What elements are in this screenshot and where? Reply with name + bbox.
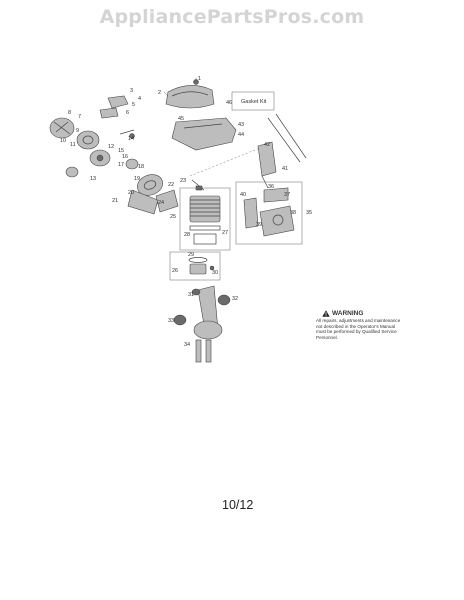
callout-28: 28 xyxy=(184,232,190,238)
callout-27: 27 xyxy=(222,230,228,236)
recoil-starter[interactable] xyxy=(49,95,135,178)
callout-9: 9 xyxy=(76,128,79,134)
warning-title-row: WARNING xyxy=(316,310,402,317)
callout-5: 5 xyxy=(132,102,135,108)
callout-16: 16 xyxy=(122,154,128,160)
callout-24: 24 xyxy=(158,200,164,206)
callout-30: 30 xyxy=(212,270,218,276)
callout-20: 20 xyxy=(128,190,134,196)
callout-21: 21 xyxy=(112,198,118,204)
callout-26: 26 xyxy=(172,268,178,274)
callout-29: 29 xyxy=(188,252,194,258)
callout-34: 34 xyxy=(184,342,190,348)
callout-33: 33 xyxy=(168,318,174,324)
crankshaft[interactable] xyxy=(173,285,231,363)
warning-notice: WARNING All repairs, adjustments and mai… xyxy=(316,310,402,341)
callout-40: 40 xyxy=(240,192,246,198)
callout-36: 36 xyxy=(268,184,274,190)
gasket-kit-label: Gasket Kit xyxy=(241,99,267,105)
callout-17: 17 xyxy=(118,162,124,168)
muffler[interactable] xyxy=(243,187,295,237)
callout-44: 44 xyxy=(238,132,244,138)
cylinder[interactable] xyxy=(189,195,221,245)
callout-39: 39 xyxy=(256,222,262,228)
callout-4: 4 xyxy=(138,96,141,102)
callouts: 1 2 3 4 5 6 7 8 9 10 11 12 13 14 15 16 1… xyxy=(60,76,312,348)
watermark: AppliancePartsPros.com xyxy=(99,6,365,28)
callout-22: 22 xyxy=(168,182,174,188)
callout-7: 7 xyxy=(78,114,81,120)
warning-title: WARNING xyxy=(332,310,364,317)
callout-35: 35 xyxy=(306,210,312,216)
callout-23: 23 xyxy=(180,178,186,184)
callout-14: 14 xyxy=(128,136,134,142)
muffler-box xyxy=(235,181,303,245)
callout-37: 37 xyxy=(284,192,290,198)
callout-3: 3 xyxy=(130,88,133,94)
callout-25: 25 xyxy=(170,214,176,220)
callout-8: 8 xyxy=(68,110,71,116)
callout-11: 11 xyxy=(70,142,76,148)
callout-42: 42 xyxy=(264,142,270,148)
piston[interactable] xyxy=(188,257,215,275)
flywheel[interactable] xyxy=(125,158,166,215)
callout-41: 41 xyxy=(282,166,288,172)
callout-32: 32 xyxy=(232,296,238,302)
callout-6: 6 xyxy=(126,110,129,116)
page-number: 10/12 xyxy=(222,498,254,512)
callout-10: 10 xyxy=(60,138,66,144)
callout-38: 38 xyxy=(290,210,296,216)
top-cover[interactable] xyxy=(165,79,215,109)
callout-15: 15 xyxy=(118,148,124,154)
callout-46: 46 xyxy=(226,100,232,106)
warning-triangle-icon xyxy=(322,310,330,317)
gasket-kit-box: Gasket Kit xyxy=(231,91,275,111)
cylinder-box xyxy=(179,187,231,251)
callout-1: 1 xyxy=(198,76,201,82)
callout-13: 13 xyxy=(90,176,96,182)
piston-box xyxy=(169,251,221,281)
callout-2: 2 xyxy=(158,90,161,96)
callout-19: 19 xyxy=(134,176,140,182)
throttle-assembly[interactable] xyxy=(257,113,307,189)
cylinder-shroud[interactable] xyxy=(171,117,237,151)
callout-12: 12 xyxy=(108,144,114,150)
warning-text: All repairs, adjustments and maintenance… xyxy=(316,318,401,341)
callout-18: 18 xyxy=(138,164,144,170)
callout-31: 31 xyxy=(188,292,194,298)
callout-43: 43 xyxy=(238,122,244,128)
callout-45: 45 xyxy=(178,116,184,122)
